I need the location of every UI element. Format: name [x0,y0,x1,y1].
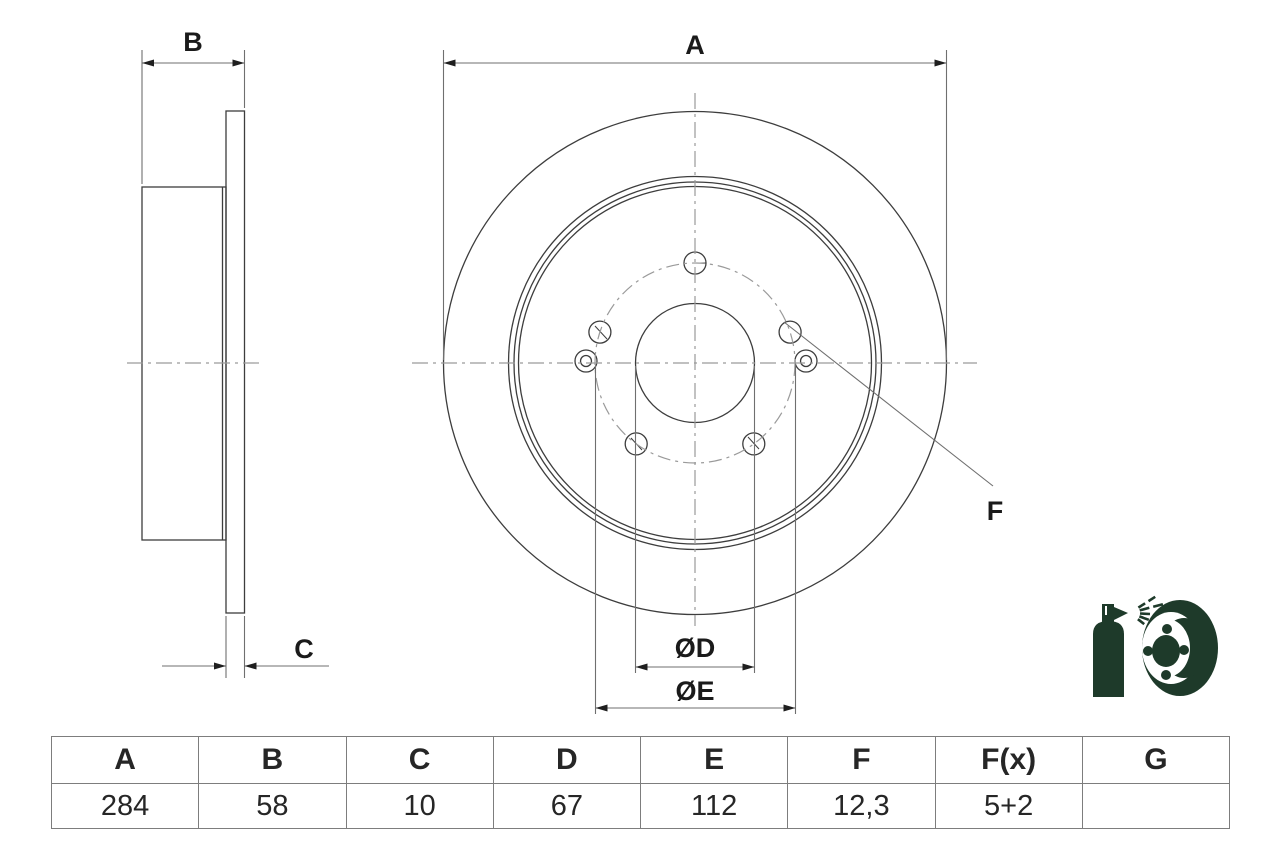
arrow-a-right [934,59,947,67]
value-e: 112 [639,783,789,829]
rivet-hole-right-outer [794,349,818,373]
arrow-e-right [783,704,796,712]
dim-label-b: B [183,27,203,57]
icon-disc-hub [1152,635,1180,667]
bolt-hole-upper-right [778,320,802,344]
dimension-spec-table: A B C D E F F(x) G 284 58 10 67 112 12,3… [50,736,1231,829]
bolt-hole-upper-left [588,320,612,344]
arrow-b-left [142,59,154,67]
value-f: 12,3 [787,783,936,829]
spray-can-valve-slit [1105,606,1107,615]
icon-bolt-dot-left [1143,646,1153,656]
value-c: 10 [345,783,494,829]
col-header-b: B [198,736,347,784]
col-header-f: F [787,736,936,784]
leader-line-f [783,321,994,487]
icon-bolt-dot-right [1179,645,1189,655]
dimension-c [162,616,329,678]
spray-can-valve [1102,604,1114,622]
spec-table-value-row: 284 58 10 67 112 12,3 5+2 [50,783,1231,829]
dim-label-c: C [294,634,314,664]
icon-bolt-dot-top [1162,624,1172,634]
bolt-hole-lower-right [742,432,766,456]
rivet-hole-left-outer [574,349,598,373]
arrow-b-right [232,59,245,67]
arrow-c-left [214,662,226,670]
col-header-a: A [50,736,200,784]
arrow-a-left [443,59,456,67]
side-view [141,110,246,614]
arrow-d-right [742,663,755,671]
dimension-d [634,366,756,673]
spray-can-body [1093,621,1124,697]
icon-bolt-dot-bottom [1161,670,1171,680]
dim-label-d: ØD [675,633,716,663]
rivet-hole-left-inner [579,354,593,368]
dim-label-a: A [685,30,705,60]
col-header-fx: F(x) [934,736,1083,784]
dimension-e [594,366,797,714]
spec-table-header-row: A B C D E F F(x) G [50,736,1231,784]
dimension-b [141,50,246,184]
dim-label-f: F [987,496,1004,526]
value-g [1081,783,1231,829]
side-view-hat [141,186,227,541]
value-d: 67 [492,783,642,829]
col-header-d: D [492,736,642,784]
value-b: 58 [198,783,347,829]
col-header-g: G [1081,736,1231,784]
col-header-e: E [639,736,789,784]
value-a: 284 [50,783,200,829]
dim-label-e: ØE [675,676,714,706]
arrow-c-right [244,662,257,670]
bolt-hole-lower-left [624,432,648,456]
rivet-hole-right-inner [799,354,813,368]
arrow-e-left [595,704,608,712]
dimension-a [442,50,948,360]
value-fx: 5+2 [934,783,1083,829]
coated-disc-spray-icon [1093,595,1218,697]
spray-nozzle [1114,607,1128,620]
arrow-d-left [635,663,648,671]
col-header-c: C [345,736,494,784]
side-view-plate [225,110,246,614]
